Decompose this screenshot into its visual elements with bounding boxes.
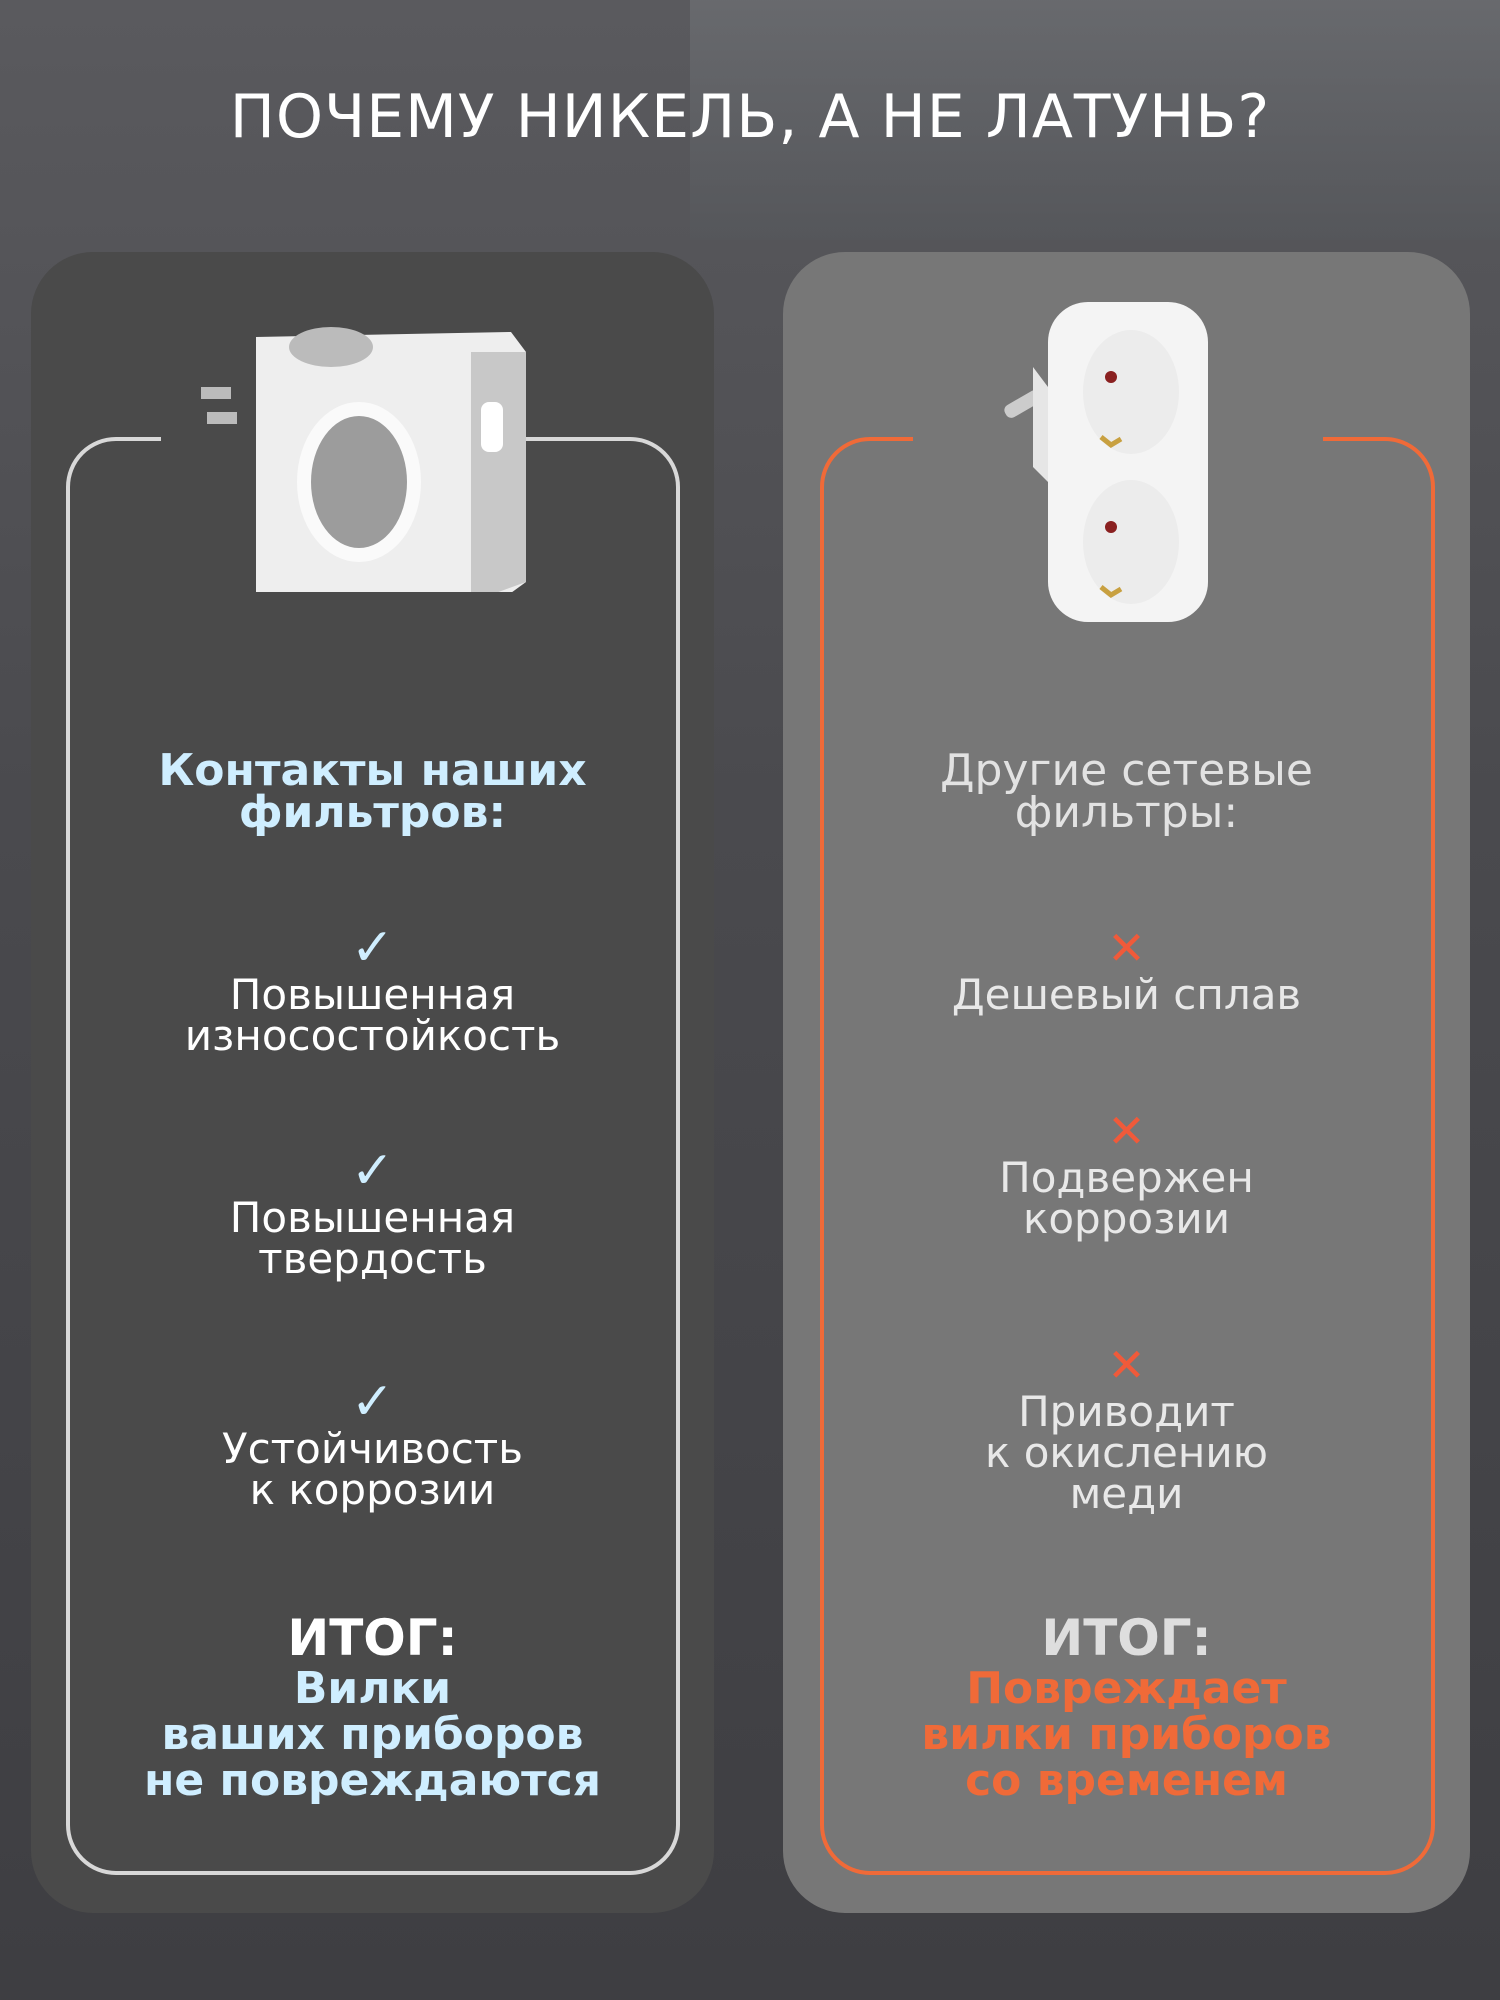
cross-icon: ✕ — [1107, 921, 1146, 975]
cross-icon: ✕ — [1107, 1104, 1146, 1158]
left-item-1: ✓ Повышенная износостойкость — [31, 918, 714, 1060]
our-filters-card: Контакты наших фильтров: ✓ Повышенная из… — [31, 252, 714, 1913]
check-icon: ✓ — [350, 1141, 395, 1201]
item-text: к коррозии — [249, 1465, 496, 1514]
left-heading: Контакты наших фильтров: — [31, 745, 714, 838]
item-text: Дешевый сплав — [951, 970, 1302, 1019]
item-text: к окислению — [985, 1428, 1268, 1477]
summary-line: вилки приборов — [921, 1709, 1332, 1760]
summary-line: не повреждаются — [144, 1755, 601, 1806]
item-text: Устойчивость — [221, 1424, 523, 1473]
heading-line: фильтров: — [238, 787, 507, 838]
page-title: ПОЧЕМУ НИКЕЛЬ, А НЕ ЛАТУНЬ? — [229, 82, 1271, 152]
check-icon: ✓ — [350, 1372, 395, 1432]
heading-line: фильтры: — [1014, 787, 1239, 838]
double-socket-image — [1004, 302, 1208, 622]
right-heading: Другие сетевые фильтры: — [783, 745, 1470, 838]
item-text: Приводит — [1018, 1387, 1235, 1436]
heading-line: Другие сетевые — [940, 745, 1313, 796]
item-text: Подвержен — [999, 1153, 1254, 1202]
summary-label: ИТОГ: — [287, 1609, 458, 1667]
summary-label: ИТОГ: — [1041, 1609, 1212, 1667]
item-text: Повышенная — [229, 970, 516, 1019]
right-item-1: ✕ Дешевый сплав — [783, 921, 1470, 1019]
right-item-3: ✕ Приводит к окислению меди — [783, 1338, 1470, 1518]
summary-line: ваших приборов — [161, 1709, 584, 1760]
summary-line: со временем — [965, 1755, 1288, 1806]
item-text: Повышенная — [229, 1193, 516, 1242]
summary-line: Вилки — [293, 1663, 452, 1714]
item-text: меди — [1069, 1469, 1184, 1518]
heading-line: Контакты наших — [158, 745, 587, 796]
left-item-2: ✓ Повышенная твердость — [31, 1141, 714, 1283]
check-icon: ✓ — [350, 918, 395, 978]
item-text: износостойкость — [184, 1011, 561, 1060]
summary-line: Повреждает — [966, 1663, 1287, 1714]
left-item-3: ✓ Устойчивость к коррозии — [31, 1372, 714, 1514]
item-text: коррозии — [1022, 1194, 1230, 1243]
item-text: твердость — [258, 1234, 487, 1283]
cross-icon: ✕ — [1107, 1338, 1146, 1392]
background-window — [690, 0, 1500, 240]
right-item-2: ✕ Подвержен коррозии — [783, 1104, 1470, 1243]
power-cube-image — [201, 327, 526, 592]
summary-text: Вилки ваших приборов не повреждаются — [31, 1666, 714, 1804]
other-filters-card: Другие сетевые фильтры: ✕ Дешевый сплав … — [783, 252, 1470, 1913]
summary-text: Повреждает вилки приборов со временем — [783, 1666, 1470, 1804]
